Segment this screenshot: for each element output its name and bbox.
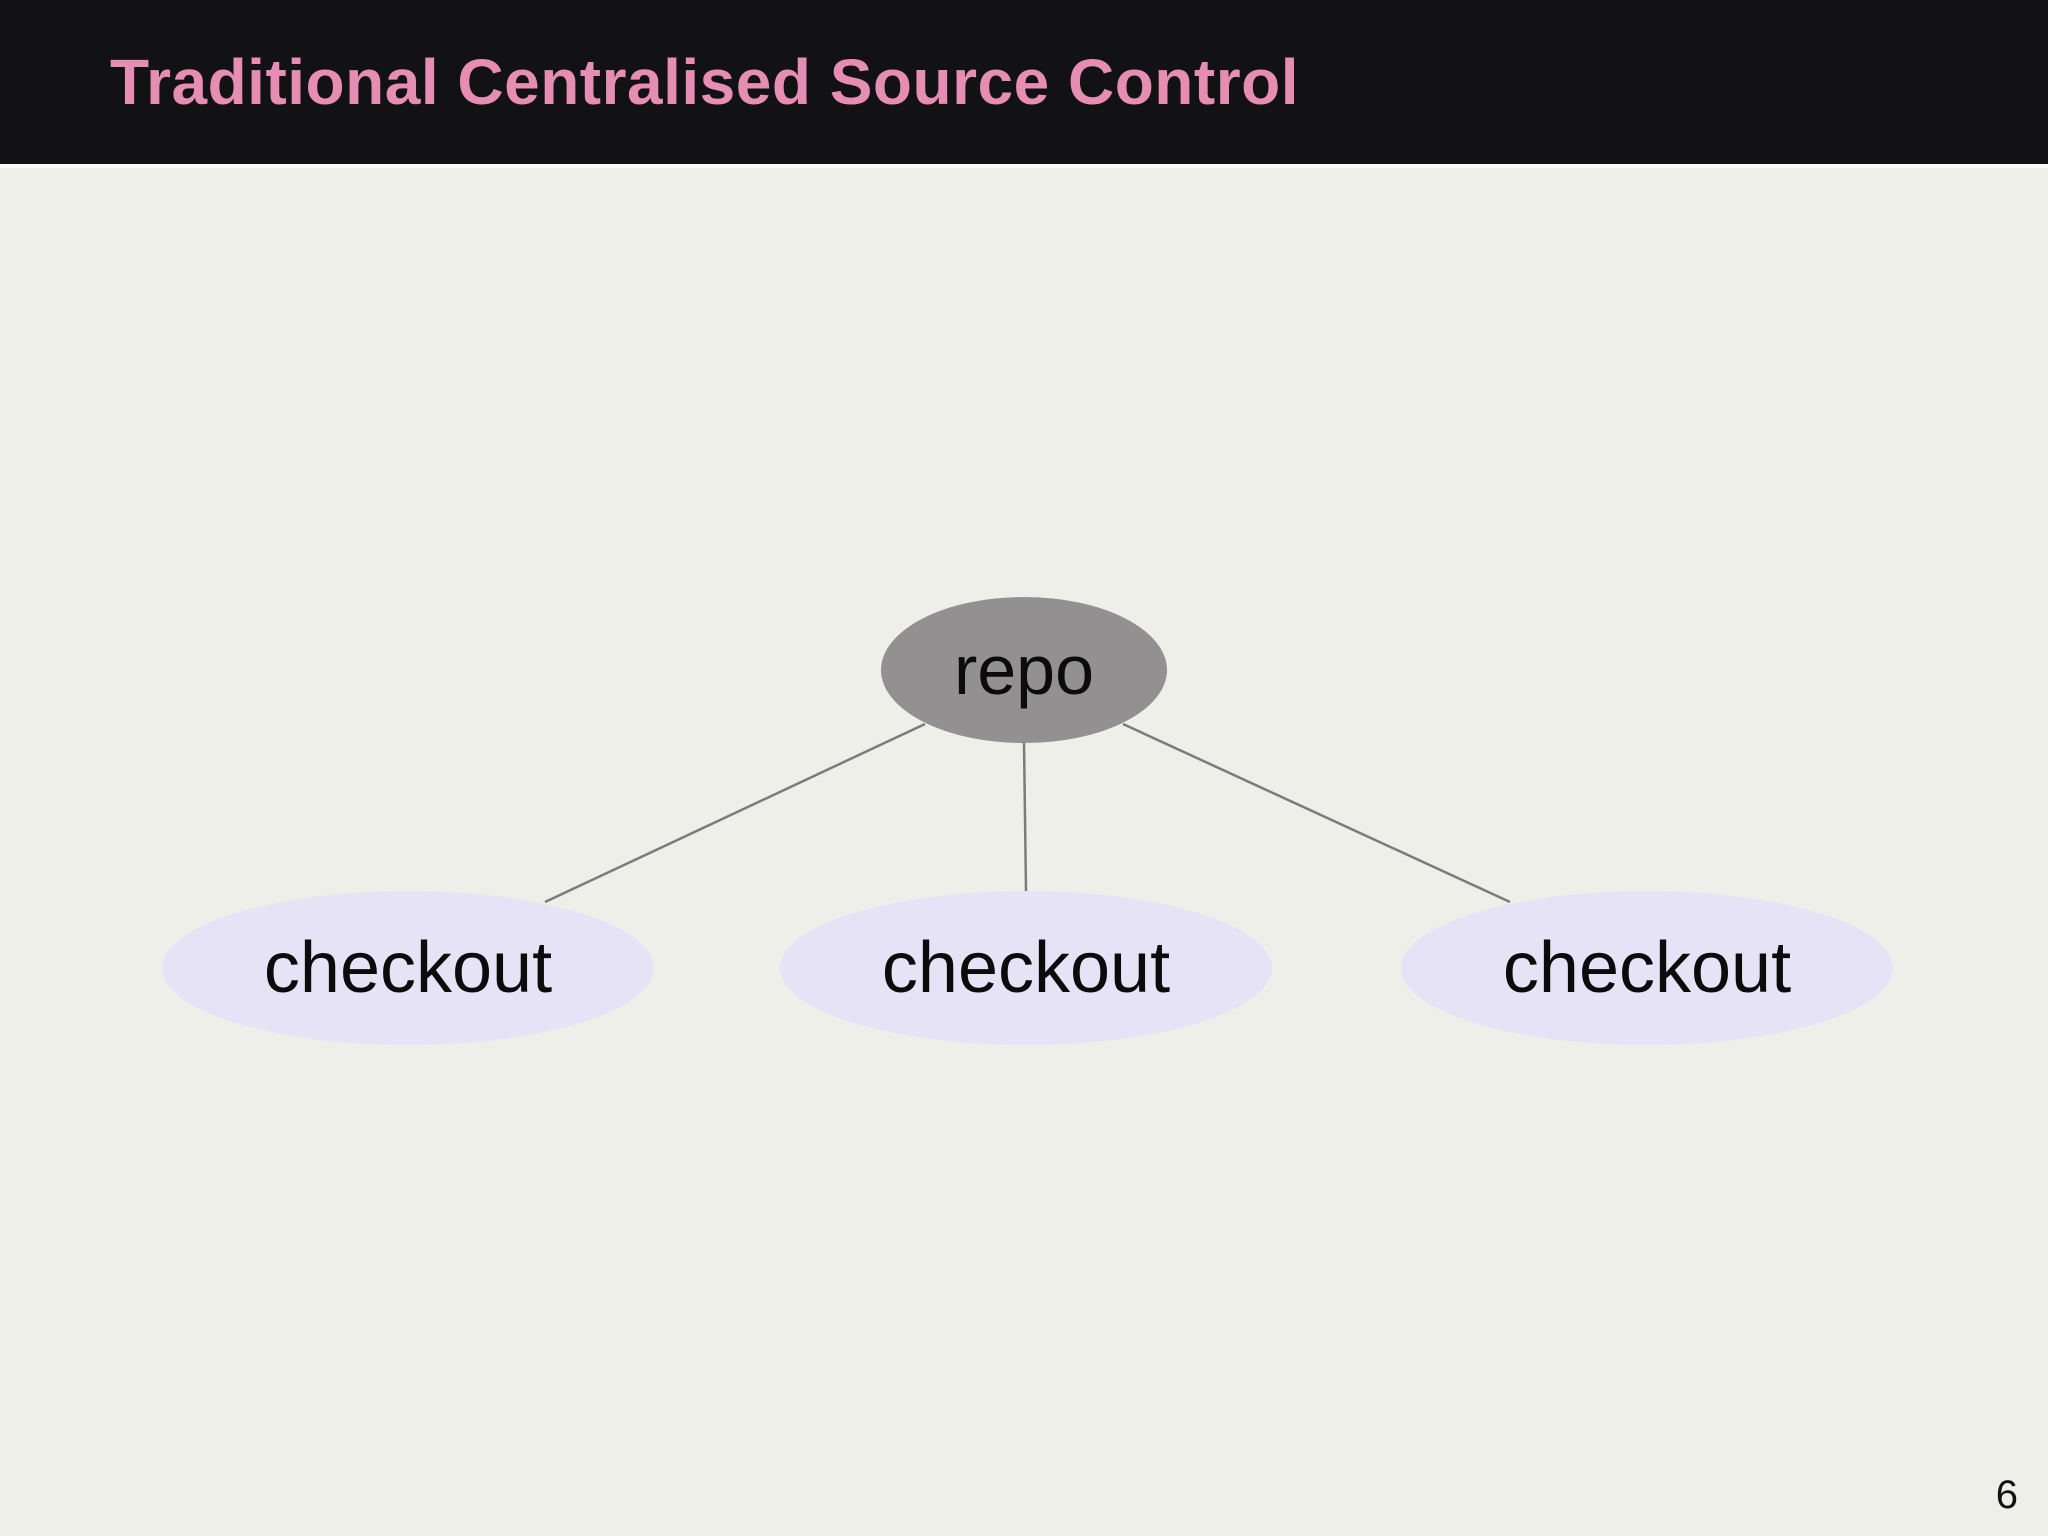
page-number: 6 (1995, 1473, 2018, 1517)
edge-repo-checkout-1 (544, 722, 926, 904)
node-checkout-1-label: checkout (263, 928, 553, 1008)
node-repo-label: repo (953, 631, 1095, 709)
node-checkout-2-label: checkout (881, 928, 1171, 1008)
node-checkout-3-label: checkout (1502, 928, 1792, 1008)
slide-header: Traditional Centralised Source Control (0, 0, 2048, 168)
edge-repo-checkout-2 (1022, 742, 1028, 892)
node-checkout-1: checkout (162, 891, 654, 1045)
node-checkout-2: checkout (780, 891, 1272, 1045)
edge-repo-checkout-3 (1122, 722, 1511, 904)
node-checkout-3: checkout (1401, 891, 1893, 1045)
node-repo: repo (881, 597, 1167, 743)
slide-title: Traditional Centralised Source Control (110, 46, 1299, 118)
